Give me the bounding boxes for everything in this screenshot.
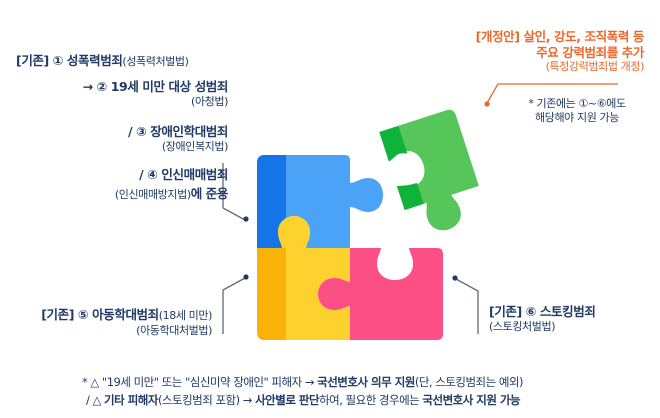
connector-right-bottom <box>452 275 479 334</box>
item1-law: (성폭력처벌법) <box>122 55 189 68</box>
label-amendment: [개정안] 살인, 강도, 조직폭력 등 주요 강력범죄를 추가 (특정강력범죄… <box>475 29 645 74</box>
label-item1: [기존] ① 성폭력범죄(성폭력처벌법) <box>16 53 189 69</box>
item1-title: [기존] ① 성폭력범죄 <box>16 53 123 68</box>
item3-title: / ③ 장애인학대범죄 <box>128 124 228 139</box>
footer-line2: / △ 기타 피해자(스토킹범죄 포함) → 사안별로 판단하여, 필요한 경우… <box>86 393 521 407</box>
item5-age: (18세 미만) <box>158 309 213 322</box>
footer2-bold3: 국선변호사 지원 가능 <box>422 393 521 407</box>
puzzle-piece-green <box>379 109 479 231</box>
puzzle-piece-yellow <box>257 216 350 340</box>
label-item5: [기존] ⑤ 아동학대범죄(18세 미만) (아동학대처벌법) <box>41 304 212 338</box>
label-note: * 기존에는 ①~⑥에도 해당해야 지원 가능 <box>504 97 650 125</box>
item2-title: → ② 19세 미만 대상 성범죄 <box>82 79 229 94</box>
footer2-bold1: 기타 피해자 <box>104 393 158 407</box>
item5-title: [기존] ⑤ 아동학대범죄 <box>41 307 159 322</box>
item4-title: / ④ 인신매매범죄 <box>139 167 228 182</box>
item3-law: (장애인복지법) <box>161 139 229 153</box>
footer2-prefix: / △ <box>86 393 105 407</box>
item6-law: (스토킹처벌법) <box>489 319 556 333</box>
connector-left-top <box>222 163 249 222</box>
label-item2: → ② 19세 미만 대상 성범죄 (아청법) <box>82 79 229 108</box>
item6-title: [기존] ⑥ 스토킹범죄 <box>489 304 596 319</box>
item4-suffix: 에 준용 <box>190 185 229 201</box>
amendment-line1: [개정안] 살인, 강도, 조직폭력 등 <box>475 29 645 44</box>
item4-law: (인신매매방지법) <box>114 187 191 201</box>
note-line2: 해당해야 지원 가능 <box>535 110 619 124</box>
connector-right-top <box>484 83 618 107</box>
label-item4: / ④ 인신매매범죄 (인신매매방지법)에 준용 <box>115 167 228 203</box>
connector-left-bottom <box>222 274 249 334</box>
footer2-text1: (스토킹범죄 포함) → <box>157 393 256 407</box>
puzzle-piece-pink <box>318 248 443 340</box>
footer1-text: * △ "19세 미만" 또는 "심신미약 장애인" 피해자 → <box>82 375 318 389</box>
label-item6: [기존] ⑥ 스토킹범죄 (스토킹처벌법) <box>489 304 596 333</box>
note-line1: * 기존에는 ①~⑥에도 <box>528 97 626 110</box>
footer1-note: (단, 스토킹범죄는 예외) <box>414 375 524 389</box>
item2-law: (아청법) <box>191 94 228 108</box>
amendment-line2: 주요 강력범죄를 추가 <box>536 44 644 60</box>
label-item3: / ③ 장애인학대범죄 (장애인복지법) <box>128 124 228 153</box>
footer-line1: * △ "19세 미만" 또는 "심신미약 장애인" 피해자 → 국선변호사 의… <box>82 375 524 389</box>
amendment-line3: (특정강력범죄법 개정) <box>545 60 645 74</box>
item5-law: (아동학대처벌법) <box>136 324 212 337</box>
puzzle-piece-blue <box>257 155 383 248</box>
footer2-text2: 하여, 필요한 경우에는 <box>319 393 423 407</box>
footer2-bold2: 사안별로 판단 <box>255 393 320 407</box>
footer1-bold: 국선변호사 의무 지원 <box>317 375 415 389</box>
